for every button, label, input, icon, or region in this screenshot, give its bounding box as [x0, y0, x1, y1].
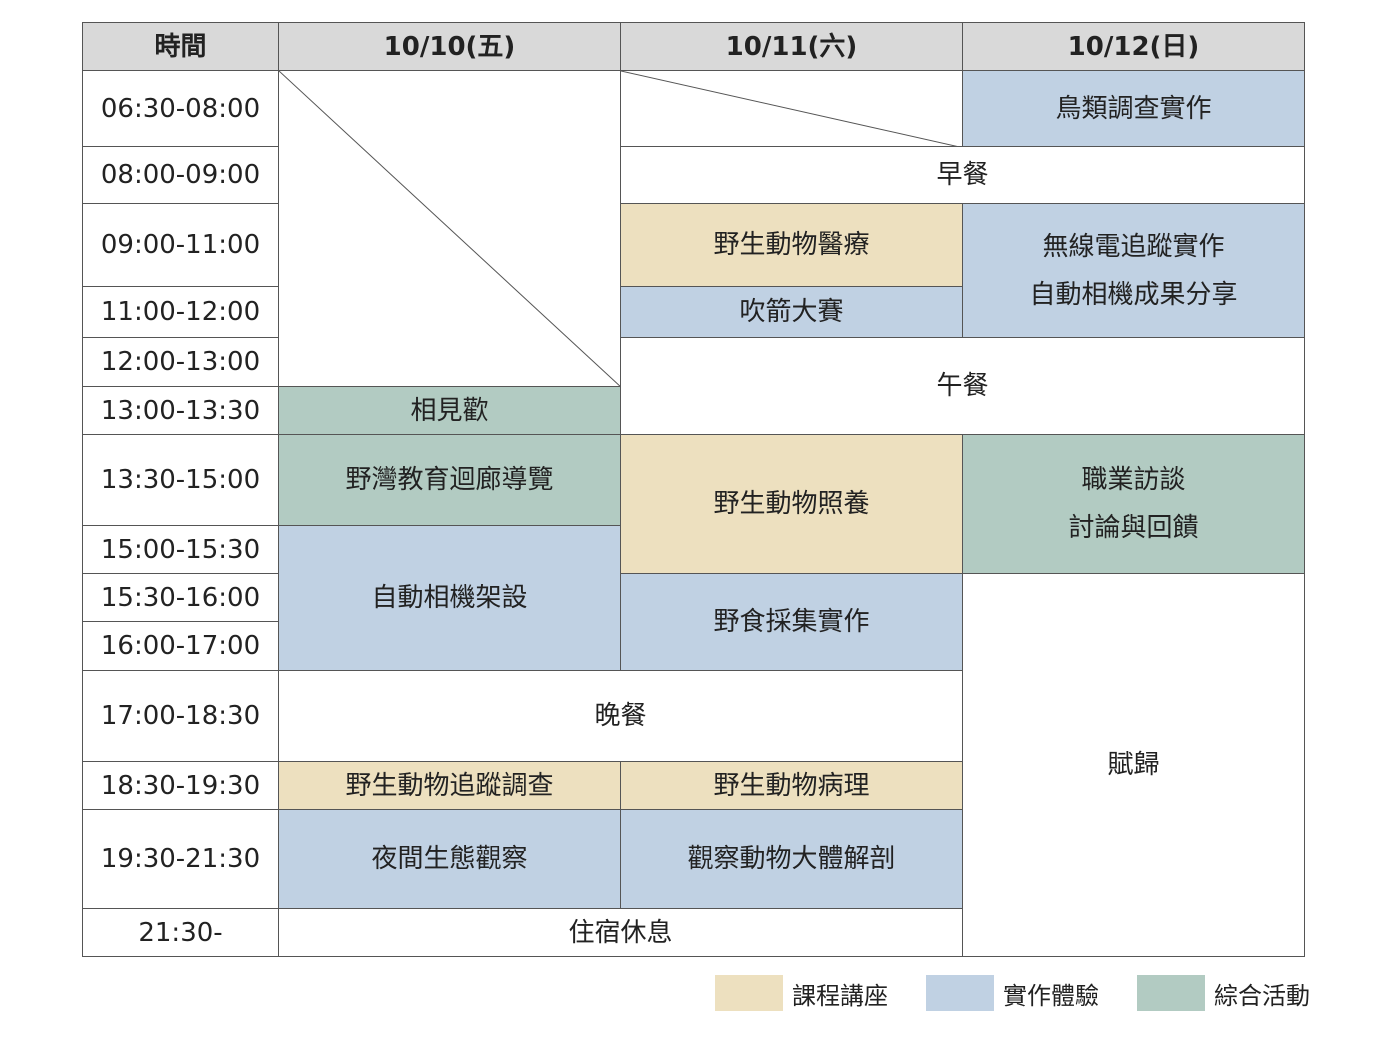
event-lunch: 午餐: [620, 337, 1305, 435]
schedule-table: 時間 10/10(五) 10/11(六) 10/12(日) 06:30-08:0…: [82, 22, 1305, 957]
event-radio-tracking: 無線電追蹤實作: [1042, 231, 1225, 262]
legend-swatch-hands-on: [926, 975, 994, 1011]
event-welcome: 相見歡: [278, 386, 621, 435]
time-slot: 16:00-17:00: [82, 621, 279, 671]
header-time: 時間: [82, 22, 279, 71]
time-slot: 06:30-08:00: [82, 70, 279, 147]
event-corridor-tour: 野灣教育迴廊導覽: [278, 434, 621, 526]
event-discussion: 討論與回饋: [1068, 513, 1199, 543]
event-wildlife-care: 野生動物照養: [620, 434, 963, 574]
event-dinner: 晚餐: [278, 670, 963, 762]
time-slot: 15:30-16:00: [82, 573, 279, 622]
event-wildlife-tracking: 野生動物追蹤調查: [278, 761, 621, 810]
time-slot: 12:00-13:00: [82, 337, 279, 387]
event-blowgun-contest: 吹箭大賽: [620, 286, 963, 338]
event-bird-survey: 鳥類調查實作: [962, 70, 1305, 147]
event-night-observation: 夜間生態觀察: [278, 809, 621, 909]
event-breakfast: 早餐: [620, 146, 1305, 204]
time-slot: 15:00-15:30: [82, 525, 279, 574]
event-lodging: 住宿休息: [278, 908, 963, 957]
time-slot: 09:00-11:00: [82, 203, 279, 287]
event-wildlife-medicine: 野生動物醫療: [620, 203, 963, 287]
event-wildlife-pathology: 野生動物病理: [620, 761, 963, 810]
legend: 課程講座 實作體驗 綜合活動: [715, 975, 1310, 1011]
time-slot: 13:00-13:30: [82, 386, 279, 435]
time-slot: 21:30-: [82, 908, 279, 957]
event-return-home: 賦歸: [962, 573, 1305, 957]
legend-item-hands-on: 實作體驗: [926, 975, 1099, 1011]
event-camera-setup: 自動相機架設: [278, 525, 621, 671]
time-slot: 19:30-21:30: [82, 809, 279, 909]
event-dissection: 觀察動物大體解剖: [620, 809, 963, 909]
event-career-interview-discussion: 職業訪談 討論與回饋: [962, 434, 1305, 574]
event-camera-results: 自動相機成果分享: [1029, 279, 1238, 310]
diagonal-line: [621, 71, 964, 148]
legend-label: 實作體驗: [1003, 981, 1099, 1010]
header-day-2: 10/11(六): [620, 22, 963, 71]
header-day-3: 10/12(日): [962, 22, 1305, 71]
header-day-1: 10/10(五): [278, 22, 621, 71]
legend-item-general: 綜合活動: [1137, 975, 1310, 1011]
event-career-interview: 職業訪談: [1081, 465, 1186, 495]
time-slot: 18:30-19:30: [82, 761, 279, 810]
empty-slot-day2-early: [620, 70, 964, 148]
legend-swatch-general: [1137, 975, 1205, 1011]
event-foraging: 野食採集實作: [620, 573, 963, 671]
event-radio-tracking-camera-results: 無線電追蹤實作 自動相機成果分享: [962, 203, 1305, 338]
legend-label: 綜合活動: [1214, 981, 1310, 1010]
time-slot: 11:00-12:00: [82, 286, 279, 338]
diagonal-line: [279, 71, 622, 388]
time-slot: 08:00-09:00: [82, 146, 279, 204]
empty-slot-day1-morning: [278, 70, 622, 388]
legend-item-lecture: 課程講座: [715, 975, 888, 1011]
legend-label: 課程講座: [792, 981, 888, 1010]
time-slot: 13:30-15:00: [82, 434, 279, 526]
legend-swatch-lecture: [715, 975, 783, 1011]
time-slot: 17:00-18:30: [82, 670, 279, 762]
